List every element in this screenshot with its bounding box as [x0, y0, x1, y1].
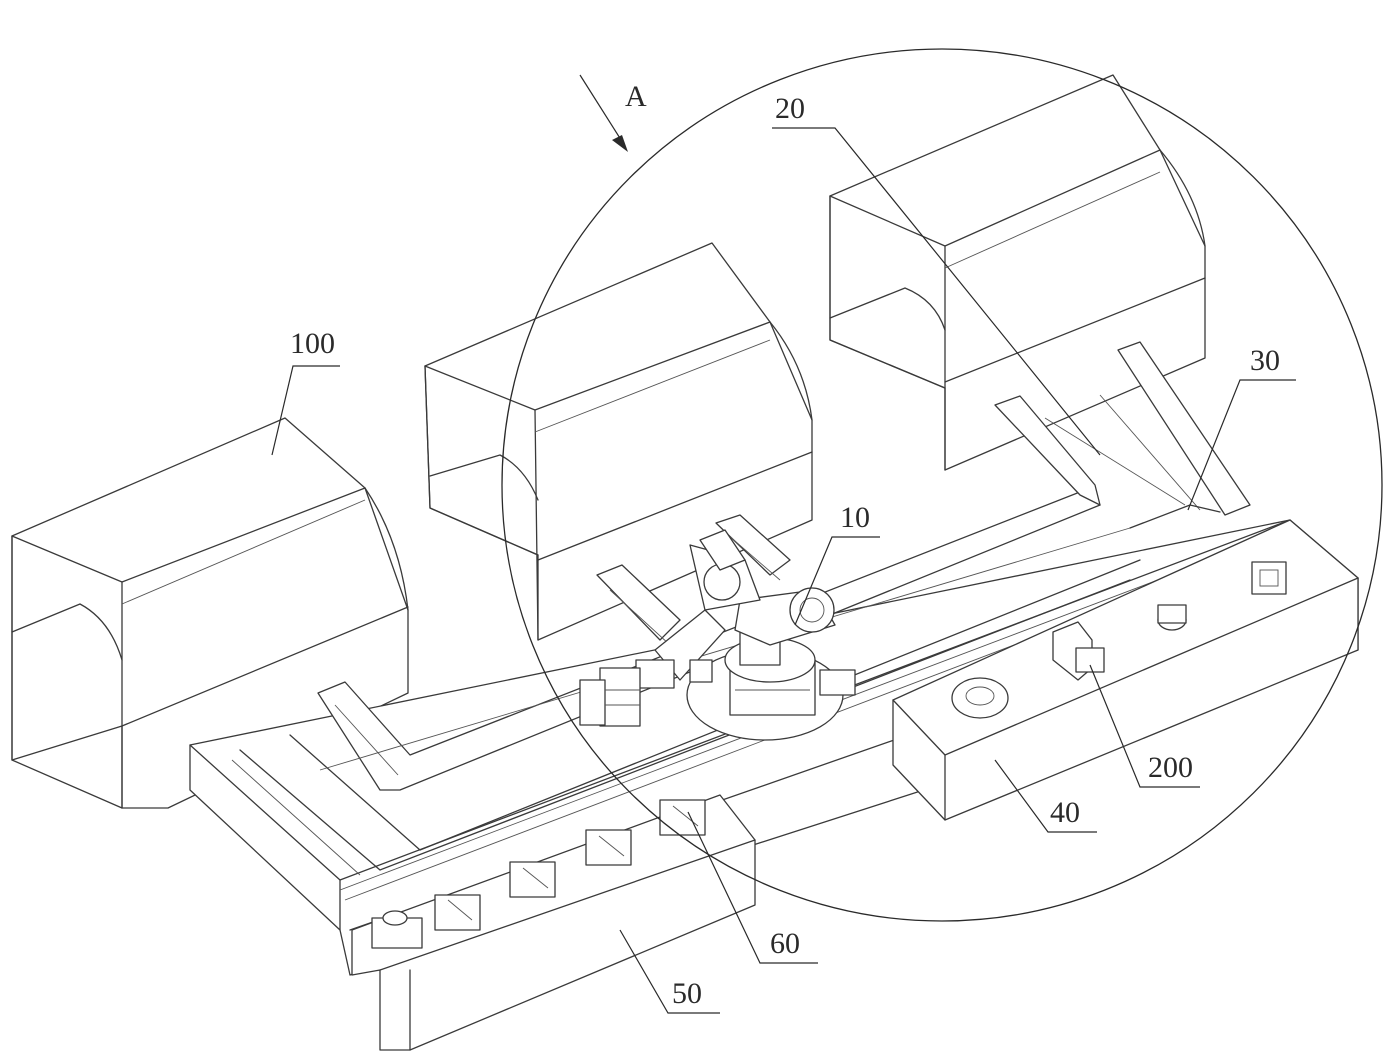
label-50: 50	[619, 929, 720, 1014]
loading-station-right	[892, 519, 1359, 821]
svg-text:100: 100	[290, 327, 335, 360]
svg-text:20: 20	[775, 92, 805, 125]
label-200: 200	[1089, 664, 1200, 788]
machine-housing-right	[829, 74, 1206, 471]
label-10: 10	[794, 501, 880, 626]
label-60: 60	[687, 811, 818, 964]
workpiece-ring	[951, 677, 1009, 719]
svg-text:40: 40	[1050, 796, 1080, 829]
label-A: A	[625, 80, 647, 113]
svg-text:10: 10	[840, 501, 870, 534]
fixture-row	[371, 799, 706, 949]
svg-text:200: 200	[1148, 751, 1193, 784]
workpiece-cap	[1157, 604, 1187, 631]
view-arrow	[579, 74, 628, 152]
workpiece-block	[1052, 621, 1105, 681]
svg-text:50: 50	[672, 977, 702, 1010]
detail-circle	[501, 48, 1383, 922]
label-20: 20	[772, 92, 1101, 456]
guide-rail-segments	[596, 514, 791, 646]
svg-text:60: 60	[770, 927, 800, 960]
label-100: 100	[271, 327, 340, 456]
label-30: 30	[1187, 344, 1296, 511]
loading-station-left	[351, 794, 756, 1051]
label-40: 40	[994, 759, 1097, 833]
svg-text:30: 30	[1250, 344, 1280, 377]
robot-arm	[579, 529, 856, 741]
svg-text:A: A	[625, 80, 647, 113]
workpiece-cube	[1251, 561, 1287, 595]
